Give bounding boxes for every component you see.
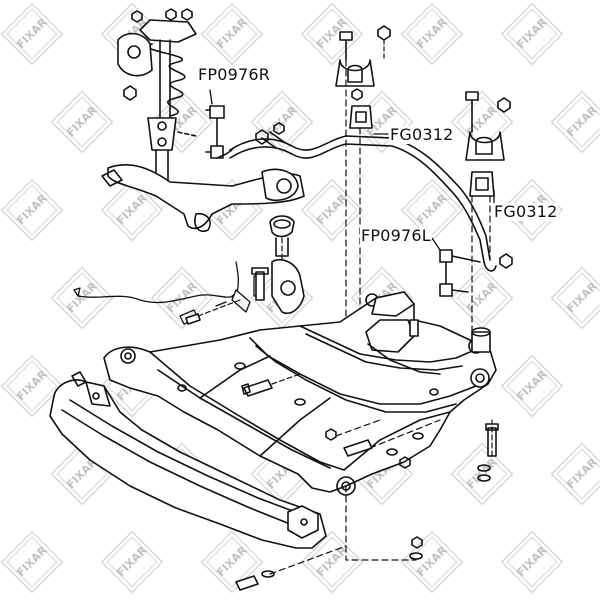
callout-fp0976r: FP0976R [197,65,272,84]
callout-fg0312-right: FG0312 [493,202,559,221]
fasteners [185,237,499,591]
wiring-harness [73,261,263,325]
stabilizer-link-left [439,249,481,297]
callout-fp0976l: FP0976L [360,226,432,245]
callout-fg0312-upper: FG0312 [389,125,455,144]
lower-control-arm [101,122,305,232]
bushing-bracket-lower [465,91,513,341]
strut-assembly [117,8,197,191]
subframe [103,291,497,496]
bumper-reinforcement [49,371,327,549]
stabilizer-link-right [205,105,233,159]
bushing-bracket-upper [335,25,391,331]
upper-mount-center [269,215,305,314]
